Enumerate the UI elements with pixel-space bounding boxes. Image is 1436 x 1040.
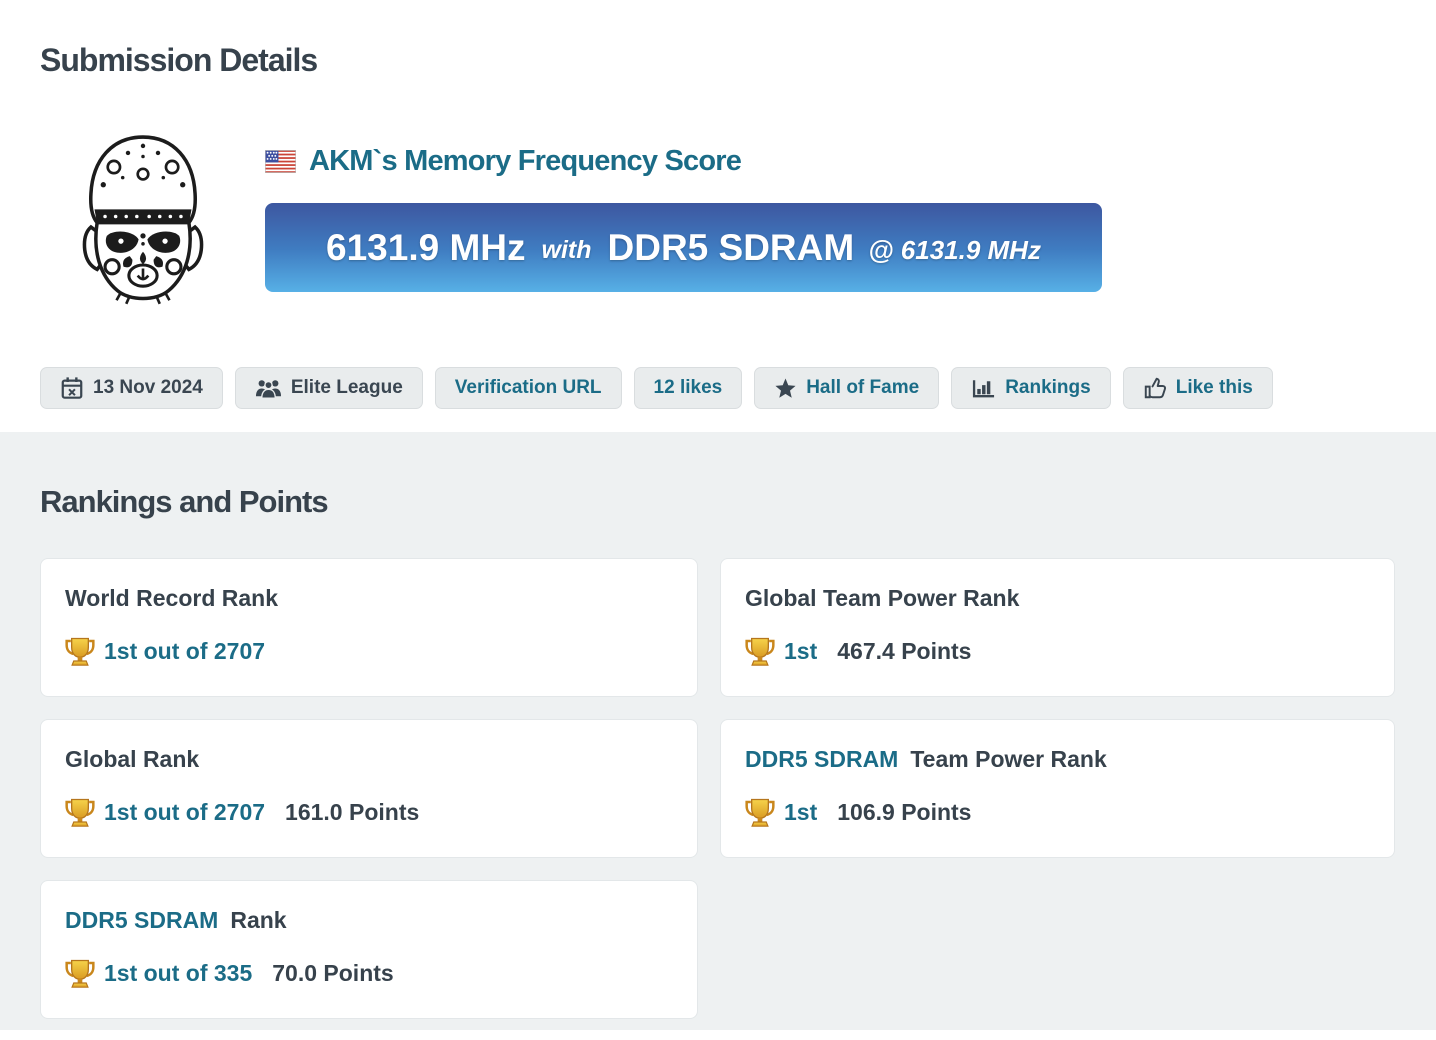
league-label: Elite League xyxy=(290,377,403,398)
league-button[interactable]: Elite League xyxy=(234,367,423,409)
trophy-icon xyxy=(65,636,95,666)
rank-value[interactable]: 1st out of 2707 xyxy=(104,637,266,664)
card-title-text: World Record Rank xyxy=(65,585,278,611)
hall-of-fame-label: Hall of Fame xyxy=(806,377,920,398)
card-title: DDR5 SDRAM Rank xyxy=(65,907,673,934)
trophy-icon xyxy=(65,958,95,988)
card-title-text: Team Power Rank xyxy=(910,746,1107,772)
banner-connector: with xyxy=(541,236,592,264)
submission-title-block: AKM`s Memory Frequency Score 6131.9 MHz … xyxy=(265,129,1102,292)
global-team-power-rank-card: Global Team Power Rank 1st 467.4 Points xyxy=(720,558,1395,697)
users-icon xyxy=(255,380,281,399)
points-value: 106.9 Points xyxy=(837,798,972,825)
card-title-text: Global Rank xyxy=(65,746,200,772)
empty-grid-cell xyxy=(720,880,1395,1019)
date-label: 13 Nov 2024 xyxy=(93,377,203,398)
score-banner: 6131.9 MHz with DDR5 SDRAM @ 6131.9 MHz xyxy=(265,203,1102,292)
us-flag-icon xyxy=(265,150,296,173)
likes-button[interactable]: 12 likes xyxy=(633,367,743,409)
rankings-label: Rankings xyxy=(1005,377,1091,398)
points-value: 467.4 Points xyxy=(837,637,972,664)
avatar[interactable] xyxy=(68,129,218,311)
star-icon xyxy=(775,377,796,398)
calendar-icon xyxy=(61,377,83,399)
card-title-text: Global Team Power Rank xyxy=(745,585,1020,611)
trophy-icon xyxy=(65,797,95,827)
rank-value[interactable]: 1st xyxy=(784,637,818,664)
card-title-text: Rank xyxy=(230,907,287,933)
global-rank-card: Global Rank 1st out of 2707 161.0 Points xyxy=(40,719,698,858)
points-value: 161.0 Points xyxy=(285,798,420,825)
thumbs-up-icon xyxy=(1144,377,1166,399)
rank-value[interactable]: 1st xyxy=(784,798,818,825)
card-title: World Record Rank xyxy=(65,585,673,612)
card-title-link[interactable]: DDR5 SDRAM xyxy=(65,907,219,933)
hardware-team-power-rank-card: DDR5 SDRAM Team Power Rank 1st 106.9 Poin… xyxy=(720,719,1395,858)
section-title: Rankings and Points xyxy=(40,484,329,519)
meta-button-row: 13 Nov 2024 Elite League Verification UR… xyxy=(40,367,1396,409)
world-record-rank-card: World Record Rank 1st out of 2707 xyxy=(40,558,698,697)
card-title: Global Team Power Rank xyxy=(745,585,1370,612)
bar-chart-icon xyxy=(973,380,995,398)
hall-of-fame-button[interactable]: Hall of Fame xyxy=(754,367,940,409)
points-value: 70.0 Points xyxy=(272,959,394,986)
submission-details-section: Submission Details xyxy=(0,0,1436,432)
date-badge: 13 Nov 2024 xyxy=(40,367,223,409)
hardware-name: DDR5 SDRAM xyxy=(607,226,855,268)
hardware-rank-card: DDR5 SDRAM Rank 1st out of 335 70.0 Point… xyxy=(40,880,698,1019)
trophy-icon xyxy=(745,797,775,827)
submission-header: AKM`s Memory Frequency Score 6131.9 MHz … xyxy=(40,129,1396,311)
card-title-link[interactable]: DDR5 SDRAM xyxy=(745,746,899,772)
card-title: DDR5 SDRAM Team Power Rank xyxy=(745,746,1370,773)
like-this-label: Like this xyxy=(1175,377,1253,398)
at-clock: @ 6131.9 MHz xyxy=(868,235,1041,265)
submission-title: AKM`s Memory Frequency Score xyxy=(309,145,742,177)
stormtrooper-avatar-image xyxy=(82,135,204,305)
rankings-and-points-section: Rankings and Points World Record Rank 1s… xyxy=(0,432,1436,1030)
card-title: Global Rank xyxy=(65,746,673,773)
rank-value[interactable]: 1st out of 2707 xyxy=(104,798,266,825)
score-value: 6131.9 MHz xyxy=(326,226,526,268)
like-this-button[interactable]: Like this xyxy=(1122,367,1273,409)
likes-label: 12 likes xyxy=(653,377,723,398)
rank-value[interactable]: 1st out of 335 xyxy=(104,959,253,986)
rankings-cards-grid: World Record Rank 1st out of 2707 Global… xyxy=(40,558,1396,1019)
verification-url-label: Verification URL xyxy=(454,377,602,398)
trophy-icon xyxy=(745,636,775,666)
rankings-button[interactable]: Rankings xyxy=(951,367,1111,409)
verification-url-button[interactable]: Verification URL xyxy=(434,367,622,409)
page-title: Submission Details xyxy=(40,42,318,78)
